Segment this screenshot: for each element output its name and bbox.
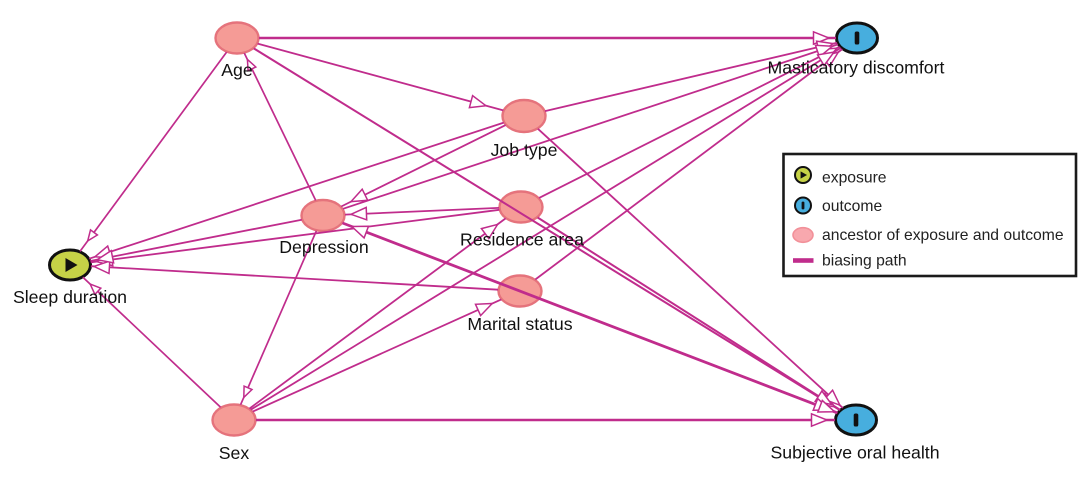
svg-text:Masticatory discomfort: Masticatory discomfort	[768, 58, 945, 78]
svg-text:biasing path: biasing path	[822, 253, 907, 270]
svg-text:Marital status: Marital status	[467, 314, 572, 334]
svg-text:Subjective oral health: Subjective oral health	[770, 443, 939, 463]
svg-text:outcome: outcome	[822, 198, 882, 215]
svg-text:Residence area: Residence area	[460, 230, 584, 250]
svg-text:Depression: Depression	[279, 237, 368, 257]
svg-text:ancestor of exposure and outco: ancestor of exposure and outcome	[822, 227, 1064, 244]
svg-text:Age: Age	[221, 60, 253, 80]
svg-text:Sex: Sex	[219, 443, 250, 463]
svg-text:Sleep duration: Sleep duration	[13, 287, 127, 307]
svg-text:exposure: exposure	[822, 169, 887, 186]
svg-text:Job type: Job type	[491, 140, 558, 160]
